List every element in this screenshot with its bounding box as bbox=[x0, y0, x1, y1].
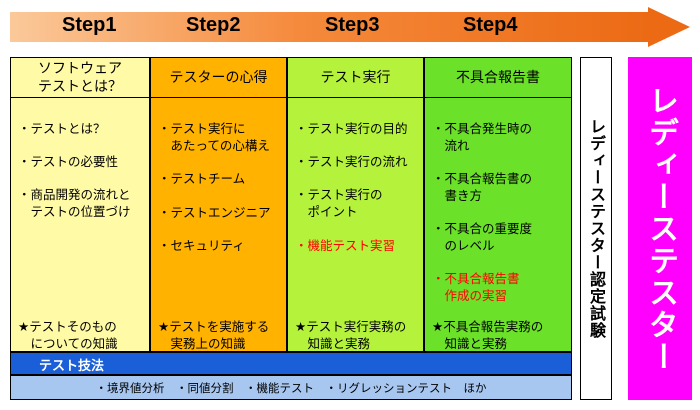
column-item: ・テスト実行の流れ bbox=[295, 154, 408, 169]
progress-arrow-bar bbox=[10, 12, 650, 42]
column-header: ソフトウェア テストとは？ bbox=[11, 58, 149, 98]
ready-tester-label: レディーステスター bbox=[643, 84, 678, 373]
column-item: ・不具合発生時の 流れ bbox=[432, 121, 533, 153]
column-item: ・テストの必要性 bbox=[18, 154, 119, 169]
column-step2: テスターの心得 ・テスト実行に あたっての心構え ・テストチーム ・テストエンジ… bbox=[150, 57, 287, 352]
test-techniques-list: ・境界値分析 ・同値分割 ・機能テスト ・リグレッションテスト ほか bbox=[10, 375, 572, 400]
column-header: テスターの心得 bbox=[151, 58, 286, 98]
column-item: ・セキュリティ bbox=[158, 238, 245, 253]
column-header: テスト実行 bbox=[288, 58, 423, 98]
column-item: ・テスト実行の目的 bbox=[295, 121, 408, 136]
column-item: ・テストエンジニア bbox=[158, 205, 271, 220]
column-header: 不具合報告書 bbox=[425, 58, 571, 98]
column-item-highlight: ・不具合報告書 作成の実習 bbox=[432, 271, 520, 303]
column-summary: ★テスト実行実務の 知識と実務 bbox=[295, 319, 407, 351]
column-summary: ★テストを実施する 実務上の知識 bbox=[158, 319, 270, 351]
column-item: ・テストチーム bbox=[158, 171, 246, 186]
certification-exam-label: レディーステスター認定試験 bbox=[587, 118, 606, 339]
test-techniques-label: テスト技法 bbox=[39, 359, 105, 374]
column-step4: 不具合報告書 ・不具合発生時の 流れ ・不具合報告書の 書き方 ・不具合の重要度… bbox=[424, 57, 572, 352]
step-3-label: Step3 bbox=[325, 14, 380, 36]
column-summary: ★テストそのもの についての知識 bbox=[18, 319, 118, 351]
arrow-head-icon bbox=[648, 7, 690, 47]
ready-tester-box: レディーステスター bbox=[628, 57, 692, 400]
column-item: ・テスト実行の ポイント bbox=[295, 187, 383, 219]
column-item: ・不具合の重要度 のレベル bbox=[432, 221, 533, 253]
step-1-label: Step1 bbox=[62, 14, 117, 36]
column-item: ・商品開発の流れと テストの位置づけ bbox=[18, 187, 131, 219]
step-2-label: Step2 bbox=[186, 14, 241, 36]
column-step1: ソフトウェア テストとは？ ・テストとは？ ・テストの必要性 ・商品開発の流れと… bbox=[10, 57, 150, 352]
column-item: ・テスト実行に あたっての心構え bbox=[158, 121, 270, 153]
column-item-highlight: ・機能テスト実習 bbox=[295, 238, 396, 253]
step-4-label: Step4 bbox=[463, 14, 518, 36]
test-techniques-bar: テスト技法 bbox=[10, 352, 572, 375]
certification-exam-box: レディーステスター認定試験 bbox=[580, 57, 612, 400]
column-step3: テスト実行 ・テスト実行の目的 ・テスト実行の流れ ・テスト実行の ポイント ・… bbox=[287, 57, 424, 352]
column-summary: ★不具合報告実務の 知識と実務 bbox=[432, 319, 544, 351]
column-item: ・不具合報告書の 書き方 bbox=[432, 171, 533, 203]
column-item: ・テストとは？ bbox=[18, 121, 106, 136]
